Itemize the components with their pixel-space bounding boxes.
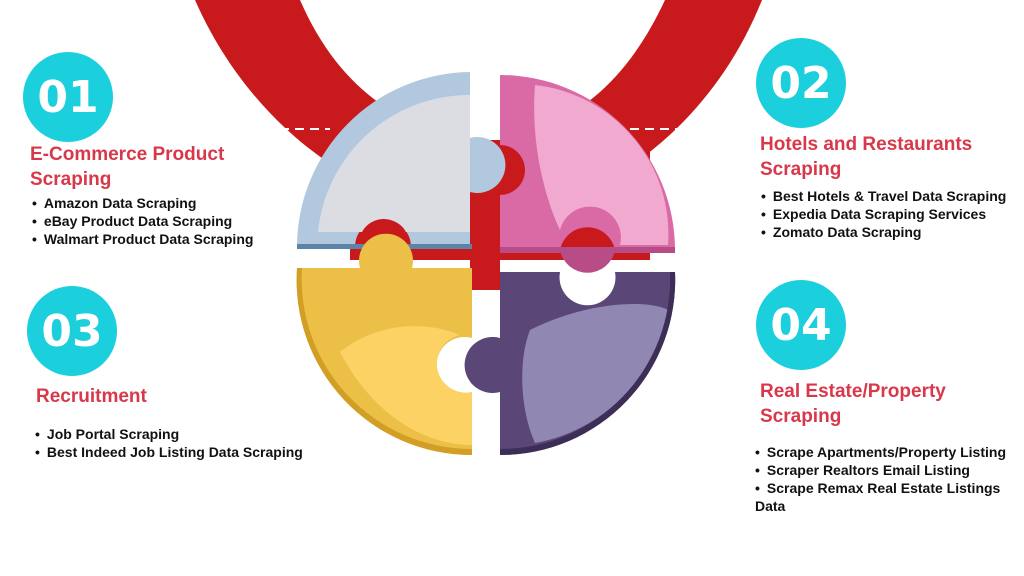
- list-item: Expedia Data Scraping Services: [761, 205, 1006, 223]
- list-item: Zomato Data Scraping: [761, 223, 1006, 241]
- section-title-ecommerce: E-Commerce Product Scraping: [30, 144, 225, 190]
- list-item: Job Portal Scraping: [35, 425, 303, 443]
- section-title-recruitment: Recruitment: [36, 386, 147, 407]
- section-title-hotels: Hotels and Restaurants Scraping: [760, 134, 973, 180]
- list-item: Scraper Realtors Email Listing: [755, 461, 1023, 479]
- section-number-badge-04: 04: [756, 280, 846, 370]
- section-list-ecommerce: Amazon Data Scraping eBay Product Data S…: [32, 194, 254, 248]
- list-item: Best Indeed Job Listing Data Scraping: [35, 443, 303, 461]
- puzzle-piece-top-right: [500, 75, 675, 273]
- section-title-real-estate: Real Estate/Property Scraping: [760, 381, 946, 427]
- section-list-real-estate: Scrape Apartments/Property Listing Scrap…: [755, 443, 1023, 515]
- puzzle-piece-bottom-left: [296, 233, 472, 456]
- list-item: eBay Product Data Scraping: [32, 212, 253, 230]
- list-item: Best Hotels & Travel Data Scraping: [761, 187, 1006, 205]
- list-item: Amazon Data Scraping: [32, 194, 253, 212]
- section-number-badge-02: 02: [756, 38, 846, 128]
- section-list-hotels: Best Hotels & Travel Data Scraping Exped…: [761, 187, 1006, 241]
- list-item: Walmart Product Data Scraping: [32, 230, 254, 248]
- list-item: Scrape Remax Real Estate Listings Data: [755, 479, 1023, 515]
- section-number-badge-03: 03: [27, 286, 117, 376]
- puzzle-piece-bottom-right: [464, 272, 676, 456]
- section-number-badge-01: 01: [23, 52, 113, 142]
- section-list-recruitment: Job Portal Scraping Best Indeed Job List…: [35, 425, 303, 461]
- list-item: Scrape Apartments/Property Listing: [755, 443, 1023, 461]
